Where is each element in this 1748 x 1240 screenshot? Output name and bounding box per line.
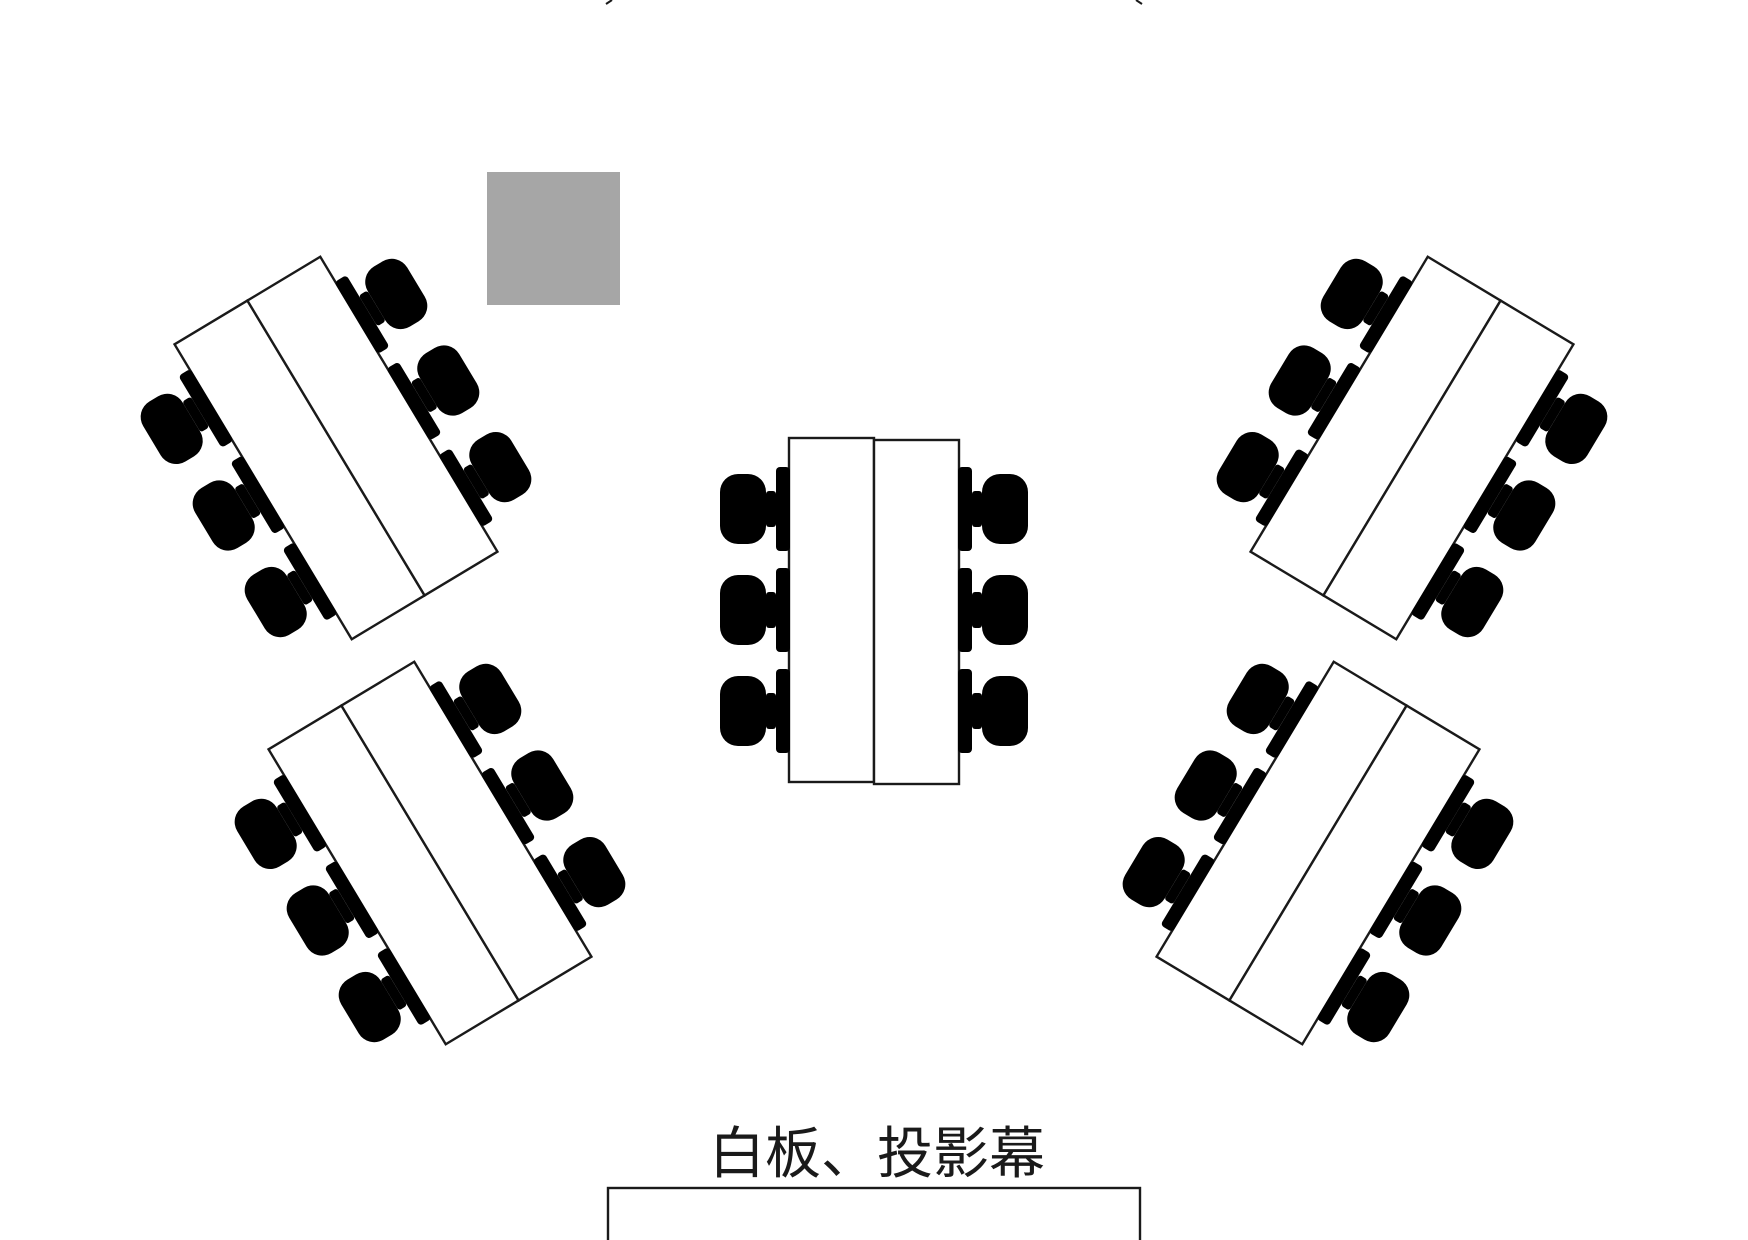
table-group-right-top	[1206, 246, 1618, 650]
chair	[720, 669, 790, 753]
table-group-left-top	[130, 246, 542, 650]
wall-mark-right	[1135, 0, 1143, 5]
chair	[720, 467, 790, 551]
table-left-half	[787, 436, 876, 784]
table-right-half	[872, 438, 961, 786]
chair	[958, 568, 1028, 652]
table-group-left-bottom	[224, 651, 636, 1055]
chair	[958, 467, 1028, 551]
chair	[958, 669, 1028, 753]
whiteboard	[606, 1186, 1142, 1240]
chair	[720, 568, 790, 652]
whiteboard-label: 白板、投影幕	[709, 1122, 1045, 1187]
grey-block	[487, 172, 620, 305]
table-group-center	[720, 436, 1028, 786]
table-group-right-bottom	[1112, 651, 1524, 1055]
wall-mark-left	[605, 0, 613, 5]
